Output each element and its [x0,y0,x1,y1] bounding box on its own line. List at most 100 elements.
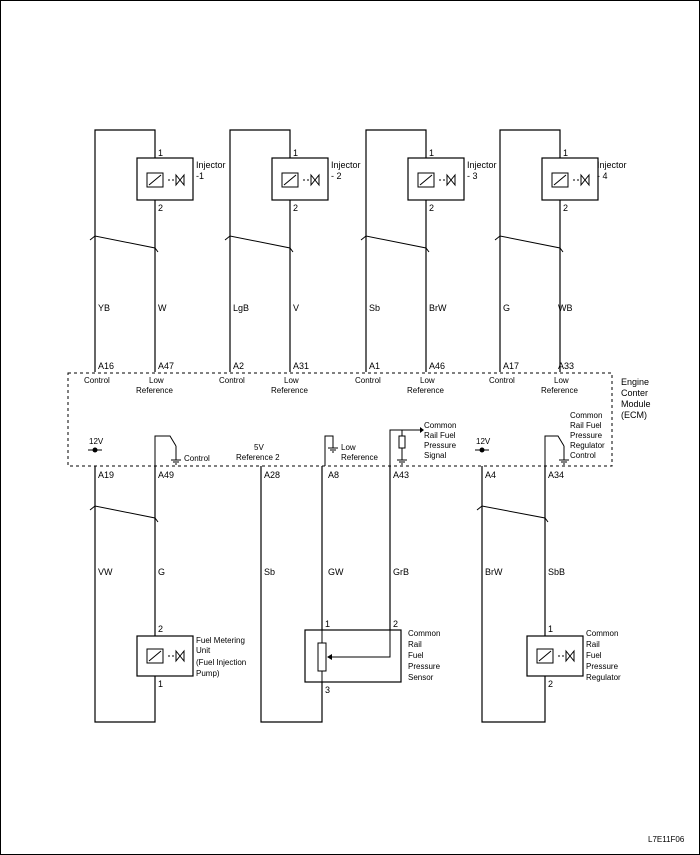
injector-2-circuit: 1 2 Injector - 2 LgB V A2 A31 Control Lo… [219,129,361,395]
injector-2-ref-pin: A31 [293,361,309,371]
reg-ctrl-line1: Common [570,411,602,420]
injector-3-number: - 3 [467,171,478,181]
injector-2-pin-bottom: 2 [293,203,298,213]
injector-3-circuit: 1 2 Injector - 3 Sb BrW A1 A46 Control L… [355,129,497,395]
pressure-sensor-box [304,629,402,683]
ecm-reference-label: Reference [271,386,308,395]
injector-4-box [541,157,599,201]
injector-2-number: - 2 [331,171,342,181]
sensor-pin1: 1 [325,619,330,629]
resistor-icon [398,435,406,449]
injector-3-ref-wire: BrW [429,303,447,313]
ecm-label-line3: Module [621,399,651,409]
regulator-line2: Rail [586,640,600,649]
ground-icon [558,451,570,465]
ecm-reference-label: Reference [541,386,578,395]
fmu-pin-bottom: 1 [158,679,163,689]
pin-a28: A28 [264,470,280,480]
injector-3-control-pin: A1 [369,361,380,371]
regulator-line1: Common [586,629,618,638]
fmu-line3: (Fuel Injection [196,658,246,667]
regulator-pin-bottom: 2 [548,679,553,689]
fmu-pin-top: 2 [158,624,163,634]
pressure-regulator-box [526,635,584,677]
pressure-sensor-circuit: 1 2 3 Common Rail Fuel Pressure Sensor [260,466,441,723]
injector-4-control-wire: G [503,303,510,313]
signal-line4: Signal [424,451,446,460]
reg-ctrl-line5: Control [570,451,596,460]
injector-4-number: - 4 [597,171,608,181]
injector-2-box [271,157,329,201]
injector-4-pin-top: 1 [563,148,568,158]
regulator-pin-top: 1 [548,624,553,634]
injector-4-circuit: 1 2 Injector - 4 G WB A17 A33 Control Lo… [489,129,627,395]
injector-4-pin-bottom: 2 [563,203,568,213]
ecm-label-line2: Conter [621,388,648,398]
ground-icon [327,439,339,453]
injector-3-control-wire: Sb [369,303,380,313]
sensor-pin3: 3 [325,685,330,695]
fmu-line4: Pump) [196,669,220,678]
injector-4-control-pin: A17 [503,361,519,371]
injector-1-box [136,157,194,201]
signal-line3: Pressure [424,441,457,450]
injector-1-pin-bottom: 2 [158,203,163,213]
injector-3-label: Injector [467,160,497,170]
fmu-line2: Unit [196,646,211,655]
ecm-control-label: Control [219,376,245,385]
pin-a19: A19 [98,470,114,480]
injector-2-control-pin: A2 [233,361,244,371]
ecm-label-line1: Engine [621,377,649,387]
wire-sbb: SbB [548,567,565,577]
signal-line1: Common [424,421,456,430]
ecm-low-label: Low [284,376,299,385]
ecm-control-label: Control [489,376,515,385]
v12-left-label: 12V [89,437,104,446]
sensor-line2: Rail [408,640,422,649]
regulator-line3: Fuel [586,651,602,660]
wire-brw: BrW [485,567,503,577]
injector-1-number: -1 [196,171,204,181]
control-label: Control [184,454,210,463]
reg-ctrl-line3: Pressure [570,431,603,440]
ref5v-line1: 5V [254,443,264,452]
injector-2-ref-wire: V [293,303,299,313]
ecm-low-label: Low [554,376,569,385]
injector-1-control-pin: A16 [98,361,114,371]
fuel-metering-unit-box [136,635,194,677]
ground-icon [396,451,408,465]
injector-3-box [407,157,465,201]
injector-1-ref-wire: W [158,303,167,313]
wire-sb: Sb [264,567,275,577]
pin-a43: A43 [393,470,409,480]
regulator-line4: Pressure [586,662,619,671]
injector-3-pin-bottom: 2 [429,203,434,213]
ecm-boundary [67,372,613,467]
injector-1-circuit: 1 2 Injector -1 YB W A16 A47 Control Low… [84,129,226,395]
wire-g: G [158,567,165,577]
low-ref-line2: Reference [341,453,378,462]
reg-ctrl-line4: Regulator [570,441,605,450]
injector-3-ref-pin: A46 [429,361,445,371]
injector-2-pin-top: 1 [293,148,298,158]
low-ref-line1: Low [341,443,356,452]
ecm-reference-label: Reference [136,386,173,395]
fmu-line1: Fuel Metering [196,636,245,645]
fuel-metering-unit-circuit: 2 1 Fuel Metering Unit (Fuel Injection P… [89,466,246,723]
ecm-low-label: Low [149,376,164,385]
regulator-line5: Regulator [586,673,621,682]
ecm-control-label: Control [355,376,381,385]
ecm-low-label: Low [420,376,435,385]
signal-line2: Rail Fuel [424,431,456,440]
sensor-line4: Pressure [408,662,441,671]
pin-a49: A49 [158,470,174,480]
pin-a4: A4 [485,470,496,480]
injector-2-control-wire: LgB [233,303,249,313]
ecm-control-label: Control [84,376,110,385]
figure-code: L7E11F06 [648,835,685,844]
injector-4-label: Injector [597,160,627,170]
injector-4-ref-wire: WB [558,303,573,313]
reg-ctrl-line2: Rail Fuel [570,421,602,430]
v12-right-label: 12V [476,437,491,446]
